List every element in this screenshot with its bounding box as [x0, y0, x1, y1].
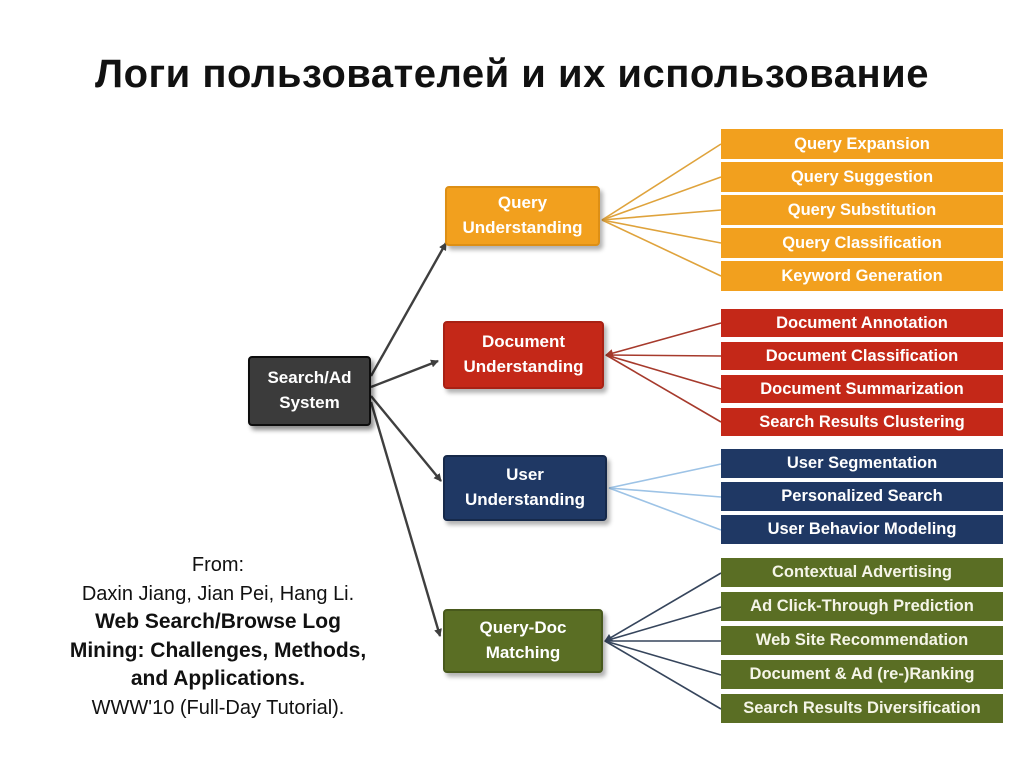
- attribution-title-line-3: and Applications.: [130, 667, 306, 690]
- query-understanding-fan: [601, 143, 722, 277]
- attribution-from: From:: [191, 554, 245, 576]
- branch-node-query-understanding: Query Understanding: [445, 186, 600, 246]
- branch-node-query-doc-matching: Query-Doc Matching: [443, 609, 603, 673]
- leaf-document-ad-re-ranking: Document & Ad (re-)Ranking: [721, 660, 1003, 689]
- attribution-title-line-2: Mining: Challenges, Methods,: [69, 638, 367, 662]
- branch-node-document-understanding: Document Understanding: [443, 321, 604, 389]
- leaf-user-segmentation: User Segmentation: [721, 449, 1003, 478]
- leaf-document-summarization: Document Summarization: [721, 375, 1003, 403]
- query-doc-matching-fan: [604, 572, 722, 710]
- user-understanding-fan: [608, 463, 722, 531]
- leaf-group-query-doc-matching: Contextual Advertising Ad Click-Through …: [721, 558, 1003, 723]
- leaf-ad-click-through-prediction: Ad Click-Through Prediction: [721, 592, 1003, 621]
- leaf-search-results-clustering: Search Results Clustering: [721, 408, 1003, 436]
- document-understanding-fan: [605, 322, 722, 423]
- arrow-root-to-document-understanding: [370, 359, 439, 389]
- leaf-personalized-search: Personalized Search: [721, 482, 1003, 511]
- leaf-document-classification: Document Classification: [721, 342, 1003, 370]
- root-node-search-ad-system: Search/Ad System: [248, 356, 371, 426]
- slide-title: Логи пользователей и их использование: [95, 52, 929, 96]
- leaf-group-user-understanding: User Segmentation Personalized Search Us…: [721, 449, 1003, 544]
- leaf-user-behavior-modeling: User Behavior Modeling: [721, 515, 1003, 544]
- leaf-query-suggestion: Query Suggestion: [721, 162, 1003, 192]
- leaf-search-results-diversification: Search Results Diversification: [721, 694, 1003, 723]
- leaf-query-expansion: Query Expansion: [721, 129, 1003, 159]
- leaf-document-annotation: Document Annotation: [721, 309, 1003, 337]
- attribution-title-line-1: Web Search/Browse Log: [95, 610, 341, 633]
- arrow-root-to-user-understanding: [370, 395, 442, 482]
- leaf-web-site-recommendation: Web Site Recommendation: [721, 626, 1003, 655]
- attribution: From: Daxin Jiang, Jian Pei, Hang Li. We…: [40, 551, 396, 722]
- leaf-query-classification: Query Classification: [721, 228, 1003, 258]
- leaf-contextual-advertising: Contextual Advertising: [721, 558, 1003, 587]
- attribution-authors: Daxin Jiang, Jian Pei, Hang Li.: [81, 582, 355, 605]
- attribution-venue: WWW'10 (Full-Day Tutorial).: [91, 696, 345, 719]
- arrow-root-to-query-understanding: [369, 242, 448, 377]
- leaf-keyword-generation: Keyword Generation: [721, 261, 1003, 291]
- branch-node-user-understanding: User Understanding: [443, 455, 607, 521]
- leaf-group-query-understanding: Query Expansion Query Suggestion Query S…: [721, 129, 1003, 291]
- leaf-query-substitution: Query Substitution: [721, 195, 1003, 225]
- root-branch-arrows: [369, 242, 448, 637]
- leaf-group-document-understanding: Document Annotation Document Classificat…: [721, 309, 1003, 436]
- arrow-root-to-query-doc-matching: [369, 401, 442, 637]
